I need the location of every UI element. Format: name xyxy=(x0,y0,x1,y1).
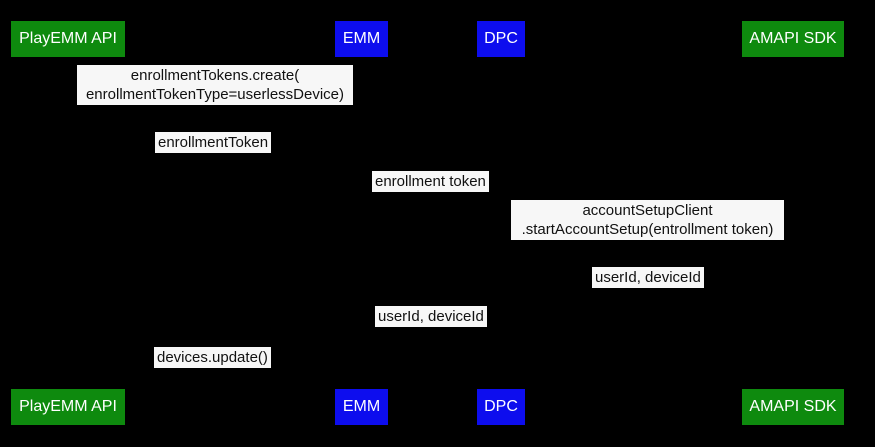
participant-dpc-bottom: DPC xyxy=(477,389,525,425)
participant-emm-bottom: EMM xyxy=(335,389,388,425)
participant-emm-top: EMM xyxy=(335,21,388,57)
message-enrollmenttoken-return: enrollmentToken xyxy=(155,132,272,153)
message-line-2: enrollmentTokenType=userlessDevice) xyxy=(85,86,345,103)
message-line-2: .startAccountSetup(entrollment token) xyxy=(521,221,774,238)
message-devices-update: devices.update() xyxy=(154,347,271,368)
participant-playemm-api-bottom: PlayEMM API xyxy=(11,389,125,425)
participant-playemm-api-top: PlayEMM API xyxy=(11,21,125,57)
message-account-setup-client: accountSetupClient .startAccountSetup(en… xyxy=(511,200,784,240)
message-line-1: accountSetupClient xyxy=(582,202,713,219)
message-enrollment-token: enrollment token xyxy=(372,171,489,192)
message-userid-deviceid-2: userId, deviceId xyxy=(375,306,487,327)
participant-dpc-top: DPC xyxy=(477,21,525,57)
message-line-1: enrollmentTokens.create( xyxy=(130,67,300,84)
message-enrollmenttokens-create: enrollmentTokens.create( enrollmentToken… xyxy=(77,65,353,105)
participant-amapi-sdk-top: AMAPI SDK xyxy=(742,21,844,57)
message-userid-deviceid-1: userId, deviceId xyxy=(592,267,704,288)
participant-amapi-sdk-bottom: AMAPI SDK xyxy=(742,389,844,425)
